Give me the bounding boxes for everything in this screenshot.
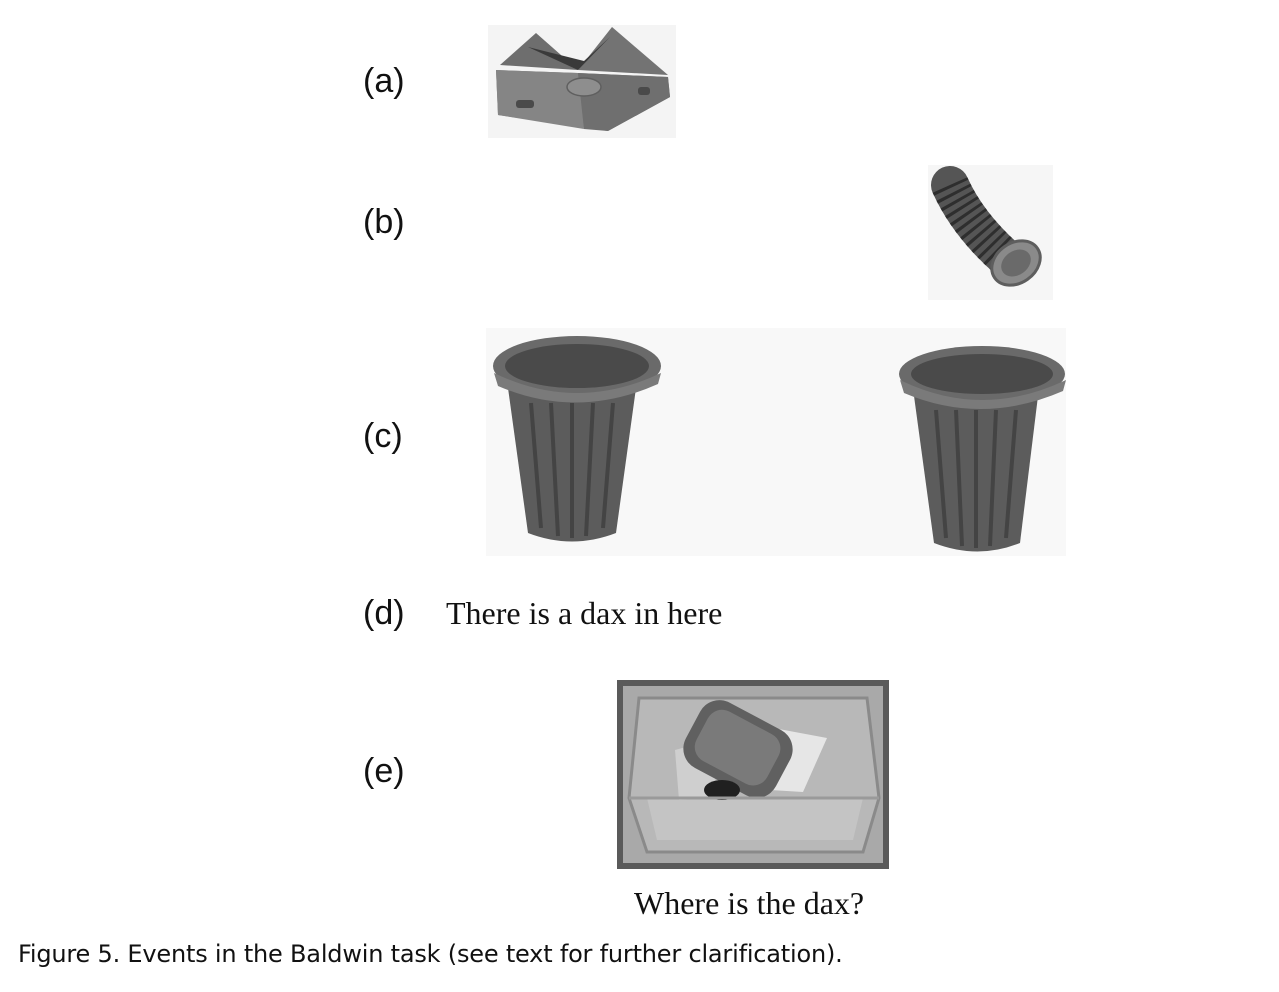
panel-e-label: (e) bbox=[363, 752, 405, 790]
curved-tube-image bbox=[928, 165, 1053, 300]
left-bin bbox=[493, 336, 661, 542]
panel-d-label: (d) bbox=[363, 594, 405, 632]
two-bins-image bbox=[486, 328, 1066, 556]
panel-a-label: (a) bbox=[363, 62, 405, 100]
panel-d-text: There is a dax in here bbox=[446, 595, 723, 631]
panel-b-label: (b) bbox=[363, 203, 405, 241]
right-bin bbox=[899, 346, 1066, 552]
basin-with-object-image bbox=[617, 680, 889, 869]
pentagonal-box-image bbox=[488, 25, 676, 138]
figure-caption: Figure 5. Events in the Baldwin task (se… bbox=[18, 940, 843, 968]
panel-e-question: Where is the dax? bbox=[634, 885, 865, 921]
panel-c-label: (c) bbox=[363, 417, 403, 455]
